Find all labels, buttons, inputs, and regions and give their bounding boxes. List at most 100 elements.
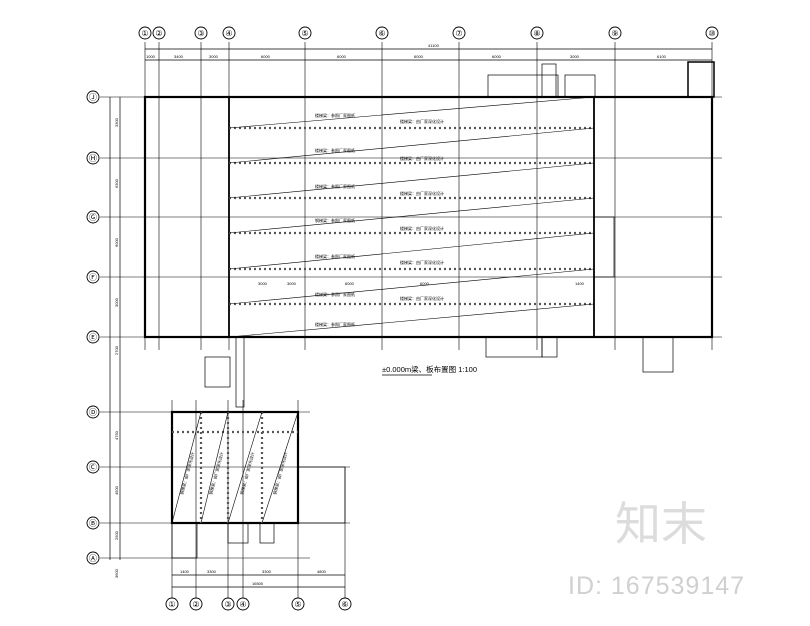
axis-bubble-left: Ⓕ [86, 270, 100, 284]
top-segment-dimension: 3400 [174, 54, 184, 59]
left-segment-dimension: 2500 [114, 530, 119, 540]
upper-beam-notes: 楼梯梁：参照厂家图纸 楼梯梁：由厂家深化设计 楼梯梁：参照厂家图纸 楼梯梁：由厂… [315, 112, 444, 327]
watermark-id: ID: 167539147 [568, 572, 745, 600]
lower-building-outline [170, 410, 346, 559]
svg-text:④: ④ [239, 600, 246, 609]
left-axis-bubbles: Ⓙ Ⓗ Ⓖ Ⓕ Ⓔ Ⓓ Ⓒ Ⓑ Ⓐ [86, 90, 100, 565]
svg-text:⑥: ⑥ [341, 600, 348, 609]
axis-bubble-top: ④ [222, 26, 236, 40]
left-dimension-lines: 3300 6300 6000 3000 2700 4750 4500 2500 3600 [109, 97, 121, 578]
top-segment-dimension: 6000 [337, 54, 347, 59]
axis-bubble-bottom: ⑤ [291, 597, 305, 611]
axis-bubble-left: Ⓖ [86, 210, 100, 224]
left-segment-dimension: 6000 [114, 237, 119, 247]
svg-text:楼梯梁：参照厂家图纸: 楼梯梁：参照厂家图纸 [315, 147, 355, 153]
svg-text:3300: 3300 [262, 569, 272, 574]
axis-bubble-bottom: ② [189, 597, 203, 611]
left-segment-dimension: 2700 [114, 345, 119, 355]
left-segment-dimension: 4750 [114, 430, 119, 440]
svg-text:钢梯梁：由厂家深化设计: 钢梯梁：由厂家深化设计 [207, 451, 224, 495]
top-segment-dimension: 6000 [414, 54, 424, 59]
upper-building-outline [143, 61, 715, 408]
svg-text:楼梯梁：由厂家深化设计: 楼梯梁：由厂家深化设计 [400, 295, 444, 301]
svg-text:③: ③ [224, 600, 231, 609]
svg-text:Ⓔ: Ⓔ [89, 333, 97, 342]
svg-text:楼梯梁：由厂家深化设计: 楼梯梁：由厂家深化设计 [400, 118, 444, 124]
svg-text:Ⓑ: Ⓑ [89, 519, 97, 528]
svg-text:②: ② [155, 29, 162, 38]
svg-text:钢梯梁：由厂家深化设计: 钢梯梁：由厂家深化设计 [271, 451, 288, 495]
axis-bubble-bottom: ① [165, 597, 179, 611]
lower-grid-lines [100, 400, 350, 598]
diagonal-stair-beams [228, 96, 595, 338]
svg-text:6000: 6000 [420, 281, 430, 286]
svg-text:楼梯梁：参照厂家图纸: 楼梯梁：参照厂家图纸 [315, 112, 355, 118]
axis-bubble-top: ② [152, 26, 166, 40]
axis-bubble-bottom: ③ [221, 597, 235, 611]
axis-bubble-left: Ⓑ [86, 516, 100, 530]
top-segment-dimension: 3000 [570, 54, 580, 59]
svg-text:楼梯梁：参照厂家图纸: 楼梯梁：参照厂家图纸 [315, 253, 355, 259]
svg-text:3000: 3000 [258, 281, 268, 286]
watermark: 知末 ID: 167539147 [568, 497, 745, 600]
svg-text:3300: 3300 [207, 569, 217, 574]
bottom-dimension-lines: 1400 3300 3300 4800 16500 [172, 569, 345, 588]
left-segment-dimension: 6300 [114, 178, 119, 188]
beam-lines [229, 126, 594, 306]
axis-bubble-left: Ⓗ [86, 151, 100, 165]
svg-text:6000: 6000 [345, 281, 355, 286]
svg-text:④: ④ [225, 29, 232, 38]
svg-text:楼梯梁：参照厂家图纸: 楼梯梁：参照厂家图纸 [315, 321, 355, 327]
watermark-logo: 知末 [615, 497, 707, 551]
svg-text:Ⓗ: Ⓗ [89, 154, 97, 163]
top-segment-dimension: 3000 [209, 54, 219, 59]
svg-text:⑤: ⑤ [301, 29, 308, 38]
svg-text:钢梯梁：由厂家深化设计: 钢梯梁：由厂家深化设计 [238, 451, 255, 495]
axis-bubble-left: Ⓙ [86, 90, 100, 104]
svg-text:4800: 4800 [317, 569, 327, 574]
axis-bubble-top: ⑥ [375, 26, 389, 40]
svg-text:⑥: ⑥ [378, 29, 385, 38]
svg-text:⑦: ⑦ [455, 29, 462, 38]
svg-text:⑩: ⑩ [708, 29, 715, 38]
svg-text:②: ② [192, 600, 199, 609]
svg-text:Ⓒ: Ⓒ [89, 463, 97, 472]
axis-bubble-left: Ⓓ [86, 405, 100, 419]
axis-bubble-top: ⑤ [298, 26, 312, 40]
left-segment-dimension: 3300 [114, 117, 119, 127]
svg-text:Ⓖ: Ⓖ [89, 213, 97, 222]
svg-text:楼梯梁：由厂家深化设计: 楼梯梁：由厂家深化设计 [400, 259, 444, 265]
svg-text:Ⓙ: Ⓙ [89, 93, 97, 102]
svg-text:Ⓕ: Ⓕ [89, 273, 97, 282]
left-segment-dimension: 3600 [114, 568, 119, 578]
svg-text:楼梯梁：由厂家深化设计: 楼梯梁：由厂家深化设计 [400, 225, 444, 231]
axis-bubble-left: Ⓔ [86, 330, 100, 344]
drawing-caption: ±0.000m梁、板布置图 1:100 [382, 364, 477, 374]
top-segment-dimension: 6100 [657, 54, 667, 59]
horizontal-grid-lines [100, 96, 722, 338]
lower-beam-notes: 钢梯梁：由厂家深化设计 钢梯梁：由厂家深化设计 钢梯梁：由厂家深化设计 钢梯梁：… [178, 451, 288, 495]
left-segment-dimension: 4500 [114, 485, 119, 495]
svg-text:⑨: ⑨ [611, 29, 618, 38]
svg-text:楼梯梁：由厂家深化设计: 楼梯梁：由厂家深化设计 [400, 190, 444, 196]
svg-text:钢梯梁：参照厂家图纸: 钢梯梁：参照厂家图纸 [315, 217, 355, 223]
beam-span-dimensions: 3000 3000 6000 6000 1400 [258, 281, 585, 286]
left-segment-dimension: 3000 [114, 297, 119, 307]
top-segment-dimension: 6000 [261, 54, 271, 59]
svg-text:⑧: ⑧ [533, 29, 540, 38]
top-total-dimension: 41100 [428, 43, 440, 48]
svg-text:⑤: ⑤ [294, 600, 301, 609]
svg-text:Ⓓ: Ⓓ [89, 408, 97, 417]
svg-text:钢梯梁：由厂家深化设计: 钢梯梁：由厂家深化设计 [178, 451, 195, 495]
svg-text:16500: 16500 [252, 581, 264, 586]
axis-bubble-bottom: ⑥ [338, 597, 352, 611]
axis-bubble-top: ⑧ [530, 26, 544, 40]
axis-bubble-left: Ⓐ [86, 551, 100, 565]
svg-text:楼梯梁：参照厂家图纸: 楼梯梁：参照厂家图纸 [315, 291, 355, 297]
axis-bubble-top: ⑦ [452, 26, 466, 40]
